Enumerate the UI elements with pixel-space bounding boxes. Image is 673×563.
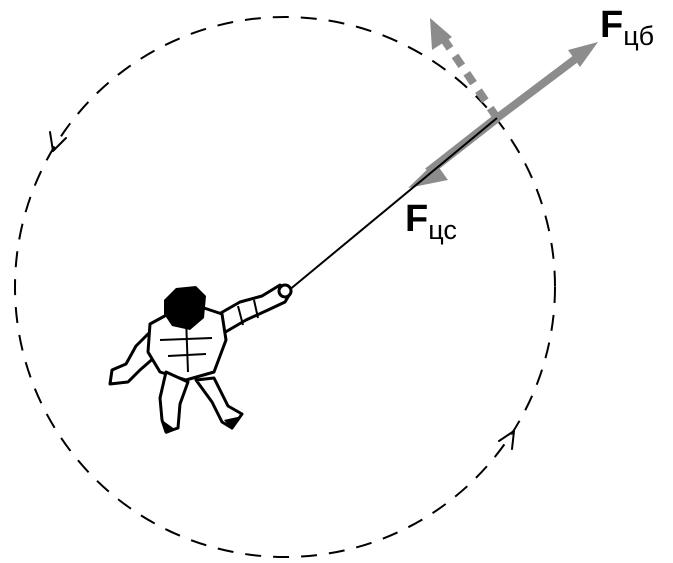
person-swinging-object-on-rope-icon bbox=[108, 283, 293, 434]
centrifugal-force-label: Fцб bbox=[600, 4, 654, 51]
direction-arrow-lower-right bbox=[498, 430, 515, 450]
velocity-arrow-dotted bbox=[439, 35, 501, 121]
centrifugal-force-symbol: F bbox=[600, 4, 623, 46]
direction-arrow-upper-left bbox=[49, 131, 67, 152]
velocity-arrow-head bbox=[430, 18, 452, 50]
centripetal-force-subscript: цс bbox=[428, 215, 457, 245]
rope bbox=[287, 117, 498, 292]
centrifugal-force-arrow-head bbox=[568, 42, 598, 67]
centrifugal-force-subscript: цб bbox=[623, 21, 654, 51]
circular-path bbox=[14, 16, 556, 558]
centripetal-force-symbol: F bbox=[405, 198, 428, 240]
centripetal-force-label: Fцс bbox=[405, 198, 457, 245]
centrifugal-force-arrow bbox=[494, 50, 585, 122]
